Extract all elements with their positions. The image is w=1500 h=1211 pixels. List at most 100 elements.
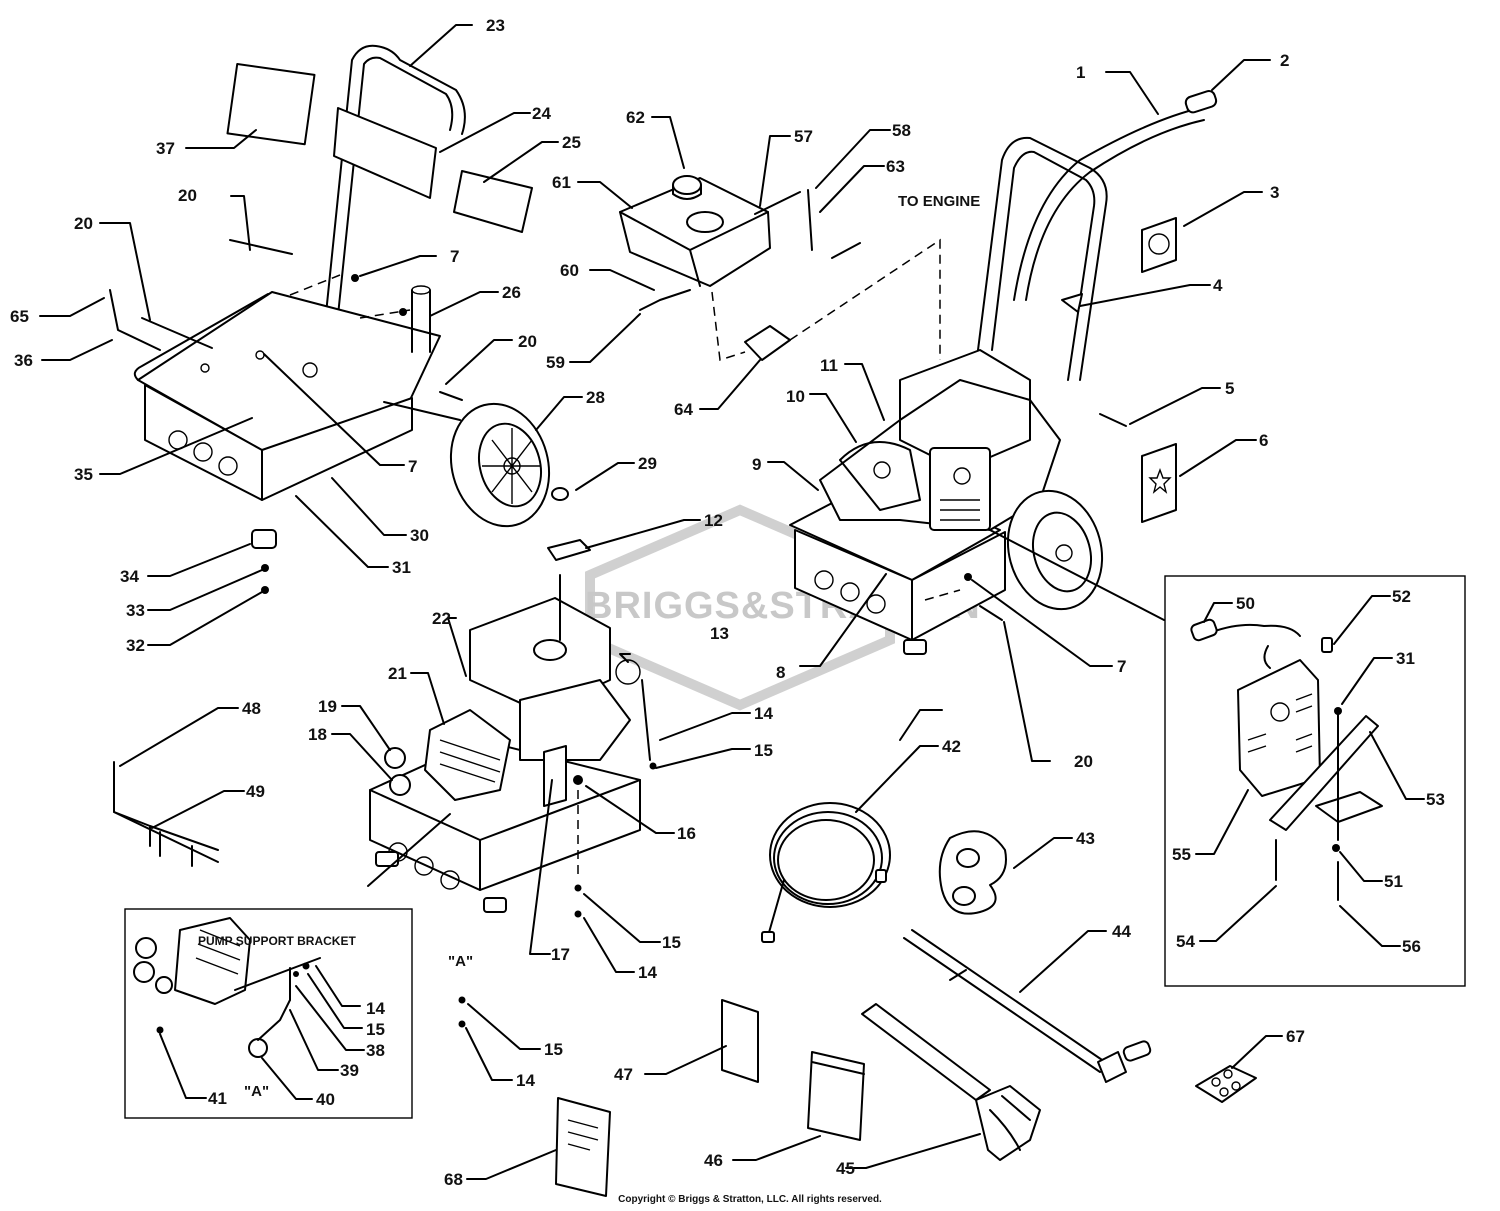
wheel-28 <box>449 402 569 528</box>
callout-53: 53 <box>1426 790 1445 809</box>
callout-49: 49 <box>246 782 265 801</box>
pump-21 <box>424 709 511 801</box>
callout-19: 19 <box>318 697 337 716</box>
clip-4 <box>1061 293 1083 313</box>
callout-15c: 15 <box>544 1040 563 1059</box>
callout-2: 2 <box>1280 51 1289 70</box>
callout-7c: 7 <box>1117 657 1126 676</box>
inset-view-a: PUMP SUPPORT BRACKET "A" <box>124 908 413 1119</box>
fitting-52 <box>1321 637 1333 653</box>
hose-coil-42 <box>761 802 891 943</box>
decal-25 <box>453 170 533 233</box>
callout-55: 55 <box>1172 845 1191 864</box>
callout-47: 47 <box>614 1065 633 1084</box>
callout-35: 35 <box>74 465 93 484</box>
bumper-34 <box>251 529 277 549</box>
callout-31b: 31 <box>1396 649 1415 668</box>
callout-68: 68 <box>444 1170 463 1189</box>
callout-14b: 14 <box>638 963 657 982</box>
callout-23: 23 <box>486 16 505 35</box>
muffler-guard <box>929 447 991 531</box>
fitting-18 <box>389 774 411 796</box>
fuel-tank-assembly <box>619 175 941 361</box>
assembled-unit <box>789 90 1218 655</box>
hose-end-2 <box>1184 90 1218 114</box>
bracket-53 <box>1269 715 1379 831</box>
callout-9: 9 <box>752 455 761 474</box>
callout-20d: 20 <box>1074 752 1093 771</box>
callout-3: 3 <box>1270 183 1279 202</box>
callout-20b: 20 <box>74 214 93 233</box>
callout-30: 30 <box>410 526 429 545</box>
to-engine-label: TO ENGINE <box>898 193 980 210</box>
callout-10: 10 <box>786 387 805 406</box>
callout-33: 33 <box>126 601 145 620</box>
frame-assembly <box>109 44 533 594</box>
callout-58: 58 <box>892 121 911 140</box>
callout-14d: 14 <box>366 999 385 1018</box>
card-47 <box>721 999 759 1083</box>
callout-17: 17 <box>551 945 570 964</box>
callout-12: 12 <box>704 511 723 530</box>
callout-26: 26 <box>502 283 521 302</box>
callout-32: 32 <box>126 636 145 655</box>
oring-13 <box>615 659 641 685</box>
decal-24 <box>333 107 437 199</box>
fitting-50 <box>1190 618 1218 642</box>
callout-22: 22 <box>432 609 451 628</box>
accessories <box>555 999 1257 1197</box>
callout-37: 37 <box>156 139 175 158</box>
callout-20c: 20 <box>518 332 537 351</box>
callout-20a: 20 <box>178 186 197 205</box>
callout-8: 8 <box>776 663 785 682</box>
callout-numbers: 1 2 3 4 5 6 7 7 7 7 8 9 10 11 12 13 14 1… <box>10 16 1445 1189</box>
callout-50: 50 <box>1236 594 1255 613</box>
hose-clip-43 <box>938 830 1007 915</box>
callout-29: 29 <box>638 454 657 473</box>
callout-60: 60 <box>560 261 579 280</box>
fuel-cap-62 <box>672 175 702 195</box>
muffler-55 <box>1237 659 1321 797</box>
leader-lines <box>39 24 1425 1180</box>
callout-14a: 14 <box>754 704 773 723</box>
frame-front-right <box>261 397 413 501</box>
decal-12 <box>547 539 591 561</box>
callout-42: 42 <box>942 737 961 756</box>
view-a-inset-label: "A" <box>244 1083 269 1100</box>
fuel-tank-61 <box>619 177 771 287</box>
callout-62: 62 <box>626 108 645 127</box>
callout-67: 67 <box>1286 1027 1305 1046</box>
bag-46 <box>807 1051 865 1141</box>
callout-31a: 31 <box>392 558 411 577</box>
callout-25: 25 <box>562 133 581 152</box>
callout-44: 44 <box>1112 922 1131 941</box>
lance-44 <box>903 929 1152 1083</box>
callout-63: 63 <box>886 157 905 176</box>
callout-34: 34 <box>120 567 139 586</box>
callout-61: 61 <box>552 173 571 192</box>
decal-6 <box>1141 443 1177 523</box>
pump-support-bracket-label: PUMP SUPPORT BRACKET <box>198 934 356 948</box>
callout-18: 18 <box>308 725 327 744</box>
callout-11: 11 <box>820 356 838 375</box>
nozzle-kit-67 <box>1195 1065 1257 1103</box>
callout-57: 57 <box>794 127 813 146</box>
bracket-17 <box>543 745 567 807</box>
callout-54: 54 <box>1176 932 1195 951</box>
callout-21: 21 <box>388 664 407 683</box>
callout-48: 48 <box>242 699 261 718</box>
callout-39: 39 <box>340 1061 359 1080</box>
callout-15b: 15 <box>662 933 681 952</box>
callout-15a: 15 <box>754 741 773 760</box>
copyright-notice: Copyright © Briggs & Stratton, LLC. All … <box>618 1194 882 1205</box>
callout-16: 16 <box>677 824 696 843</box>
callout-36: 36 <box>14 351 33 370</box>
spray-gun-45 <box>861 1003 1041 1161</box>
callout-64: 64 <box>674 400 693 419</box>
callout-65: 65 <box>10 307 29 326</box>
callout-14c: 14 <box>516 1071 535 1090</box>
callout-52: 52 <box>1392 587 1411 606</box>
decal-3 <box>1141 217 1177 273</box>
callout-38: 38 <box>366 1041 385 1060</box>
